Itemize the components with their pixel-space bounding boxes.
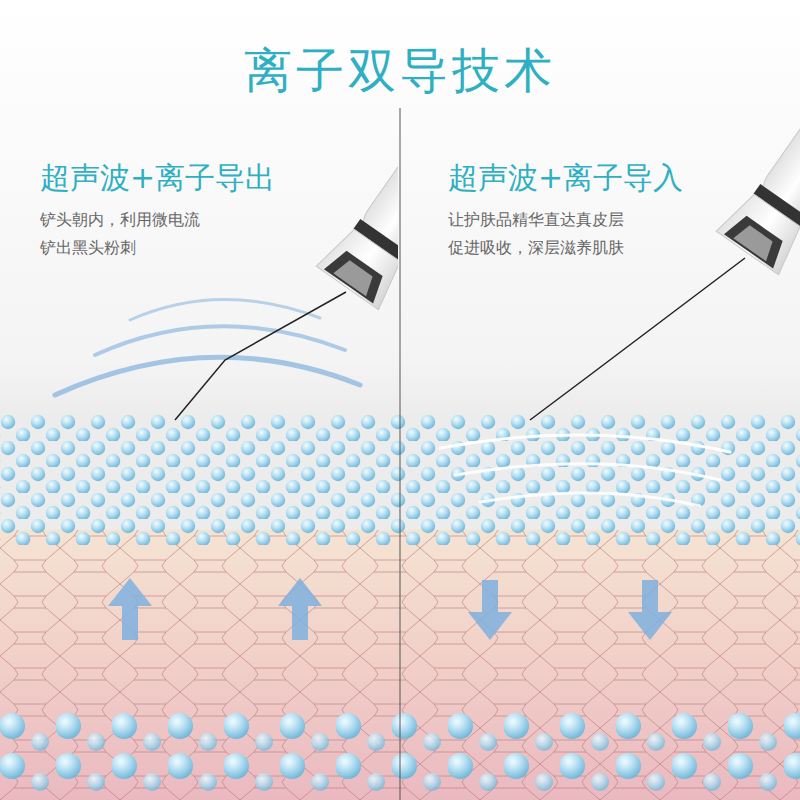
panel-heading: 超声波+离子导入 (448, 158, 683, 198)
panel-description: 铲头朝内，利用微电流 铲出黑头粉刺 (40, 206, 225, 262)
leader-line (175, 292, 346, 420)
arrows (108, 578, 672, 640)
title: 离子双导技术 (0, 40, 800, 100)
divider (400, 108, 401, 800)
panel-heading: 超声波+离子导出 (40, 158, 275, 198)
penetration-waves (440, 435, 730, 506)
panel-description: 让护肤品精华直达真皮层 促进吸收，深层滋养肌肤 (448, 206, 648, 262)
device-right (716, 0, 800, 275)
leader-line (530, 258, 745, 420)
